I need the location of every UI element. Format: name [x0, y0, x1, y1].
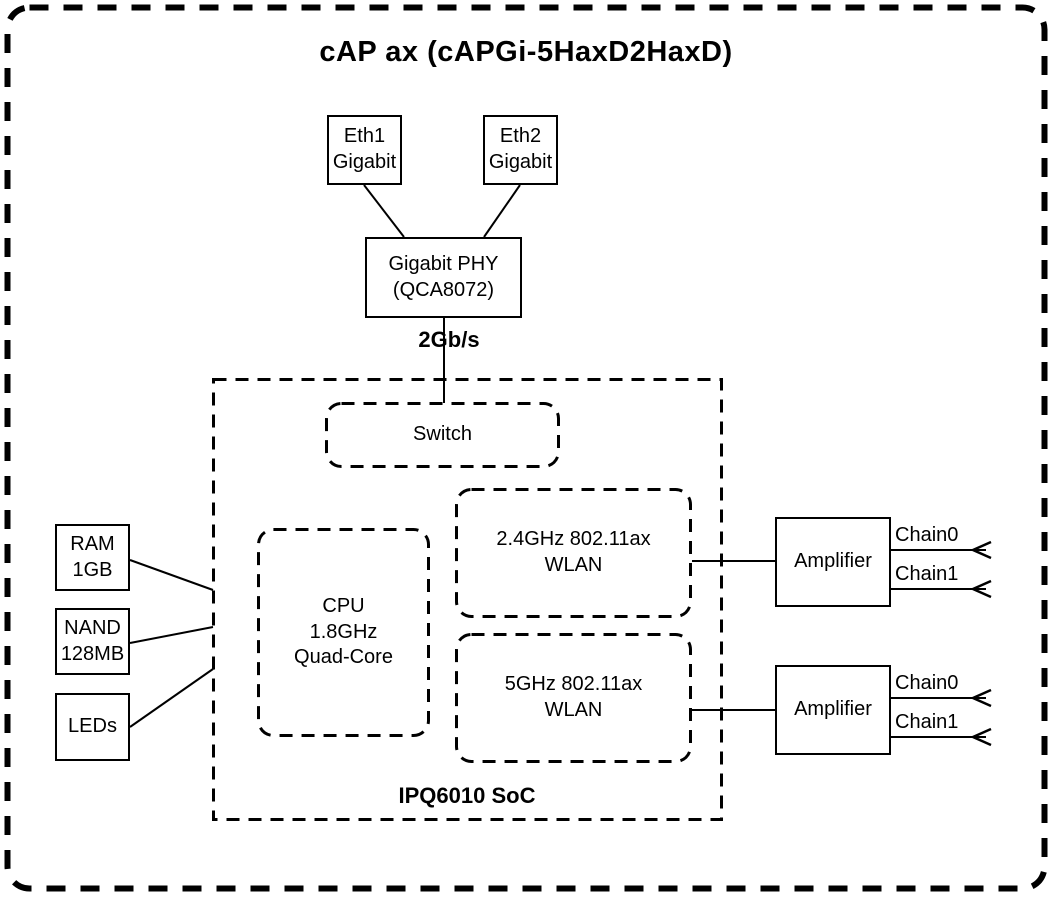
amp-top-chain0-label: Chain0 — [895, 524, 959, 546]
nand-soc-line — [129, 626, 214, 644]
amp-top-chain1-line — [891, 579, 992, 599]
leds-soc-line — [129, 668, 214, 728]
leds-box: LEDs — [55, 693, 130, 761]
wlan5-dashed-box — [455, 633, 692, 763]
eth2-port-box: Eth2 Gigabit — [483, 115, 558, 185]
nand-box: NAND 128MB — [55, 608, 130, 675]
amp-top-chain0-line — [891, 540, 992, 560]
soc-dashed-box — [212, 378, 723, 821]
eth1-port-box: Eth1 Gigabit — [327, 115, 402, 185]
amp-bottom-chain0-line — [891, 688, 992, 708]
link-speed-label: 2Gb/s — [418, 326, 480, 352]
amp-top-chain1-label: Chain1 — [895, 563, 959, 585]
antenna-icon — [969, 540, 992, 560]
amp-bottom-chain0-label: Chain0 — [895, 672, 959, 694]
eth2-phy-line — [483, 184, 521, 238]
antenna-icon — [969, 579, 992, 599]
wlan24-dashed-box — [455, 488, 692, 618]
ram-soc-line — [129, 559, 214, 591]
diagram-title: cAP ax (cAPGi-5HaxD2HaxD) — [319, 36, 733, 68]
outer-dashed-border — [4, 4, 1048, 892]
soc-label: IPQ6010 SoC — [398, 782, 536, 808]
eth1-phy-line — [363, 184, 405, 238]
amp-bottom-chain1-label: Chain1 — [895, 711, 959, 733]
amp-bottom-chain1-line — [891, 727, 992, 747]
ram-box: RAM 1GB — [55, 524, 130, 591]
wlan-24ghz-label: 2.4GHz 802.11ax WLAN — [496, 528, 651, 576]
amplifier-top-box: Amplifier — [775, 517, 891, 607]
switch-dashed-box — [325, 402, 560, 468]
wlan-5ghz-label: 5GHz 802.11ax WLAN — [504, 673, 643, 721]
antenna-icon — [969, 688, 992, 708]
amplifier-bottom-box: Amplifier — [775, 665, 891, 755]
gigabit-phy-box: Gigabit PHY (QCA8072) — [365, 237, 522, 318]
cpu-dashed-box — [257, 528, 430, 737]
antenna-icon — [969, 727, 992, 747]
cpu-label: CPU 1.8GHz Quad-Core — [294, 595, 393, 669]
switch-label: Switch — [413, 423, 472, 446]
